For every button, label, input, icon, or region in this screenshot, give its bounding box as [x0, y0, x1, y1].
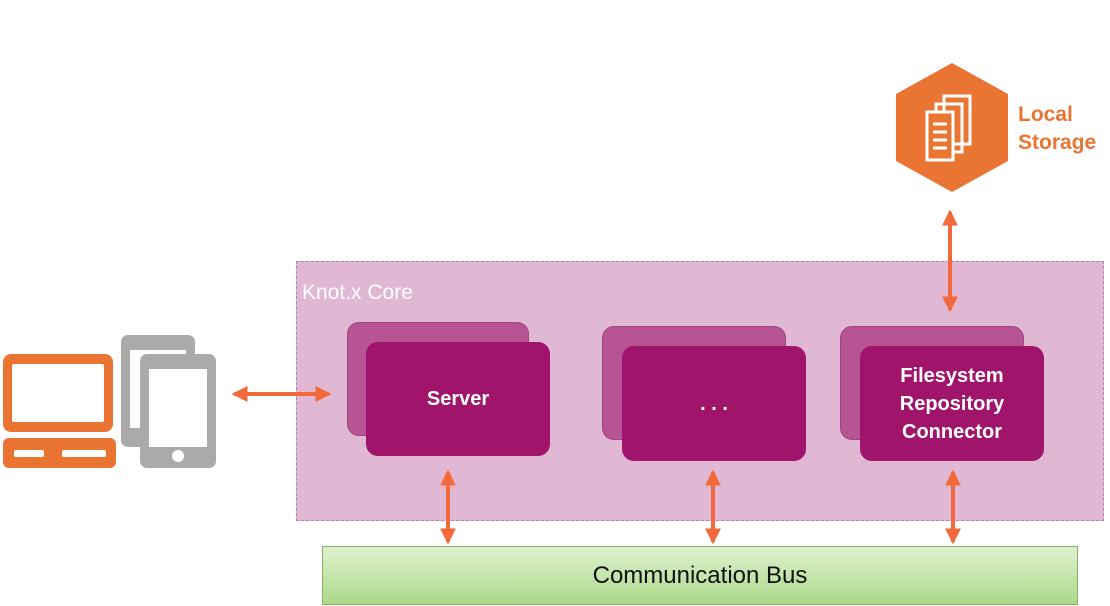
other-module[interactable]: . . . [622, 346, 806, 461]
communication-bus: Communication Bus [322, 546, 1078, 605]
core-label: Knot.x Core [302, 281, 413, 304]
local-storage-label: Local Storage [1018, 101, 1096, 157]
storage-label-line: Local [1018, 103, 1073, 126]
local-storage-icon [896, 63, 1008, 192]
other-module-label: . . . [700, 392, 728, 415]
connector-label-line: Filesystem [900, 364, 1004, 387]
connector-label-line: Repository [899, 392, 1005, 415]
connector-label: Filesystem Repository Connector [900, 362, 1004, 446]
bus-label: Communication Bus [592, 561, 808, 589]
connector-label-line: Connector [902, 420, 1002, 443]
storage-label-line: Storage [1018, 131, 1097, 154]
mobile-devices-icon [121, 335, 216, 468]
connector-module[interactable]: Filesystem Repository Connector [860, 346, 1044, 461]
server-label: Server [426, 388, 490, 410]
laptop-icon [3, 354, 116, 468]
server-module[interactable]: Server [366, 342, 550, 456]
